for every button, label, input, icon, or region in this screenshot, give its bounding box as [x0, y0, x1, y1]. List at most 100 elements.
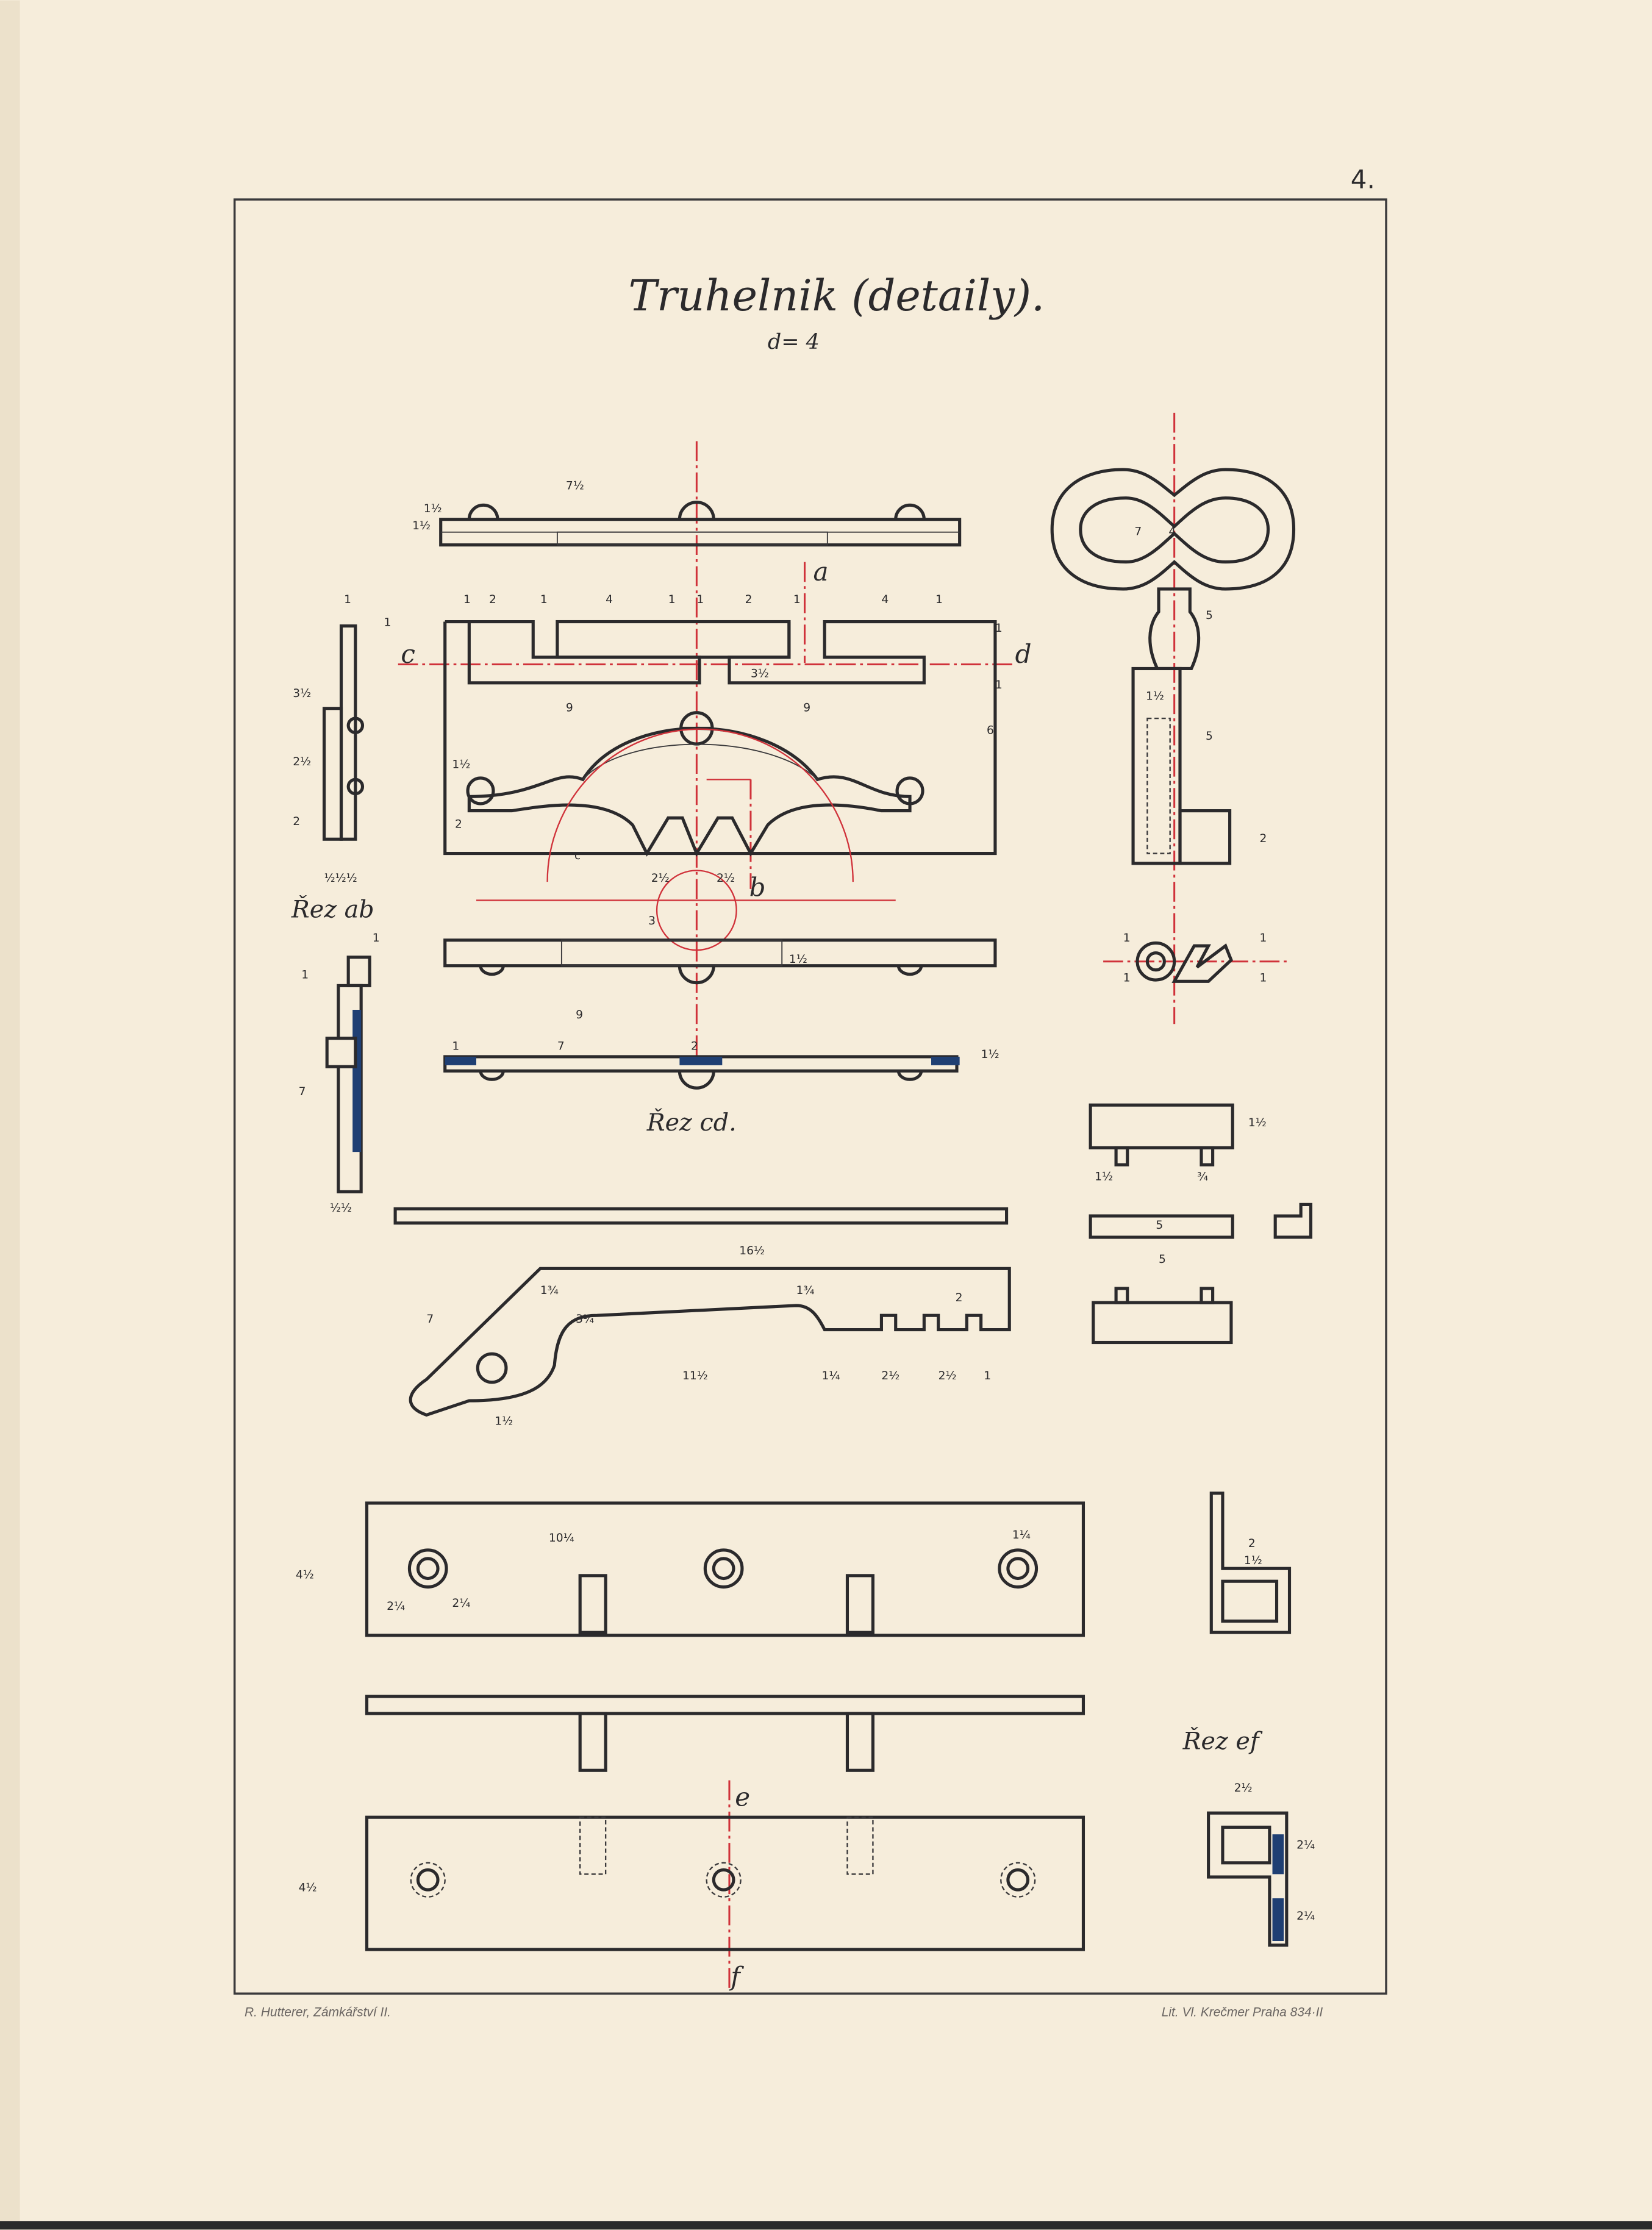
dim-label: 1¼ — [822, 1370, 840, 1382]
dim-label: 1½ — [424, 502, 442, 515]
dim-label: 2 — [956, 1292, 963, 1304]
dim-label: 1½ — [1244, 1554, 1262, 1567]
dim-label: ¾ — [1197, 1171, 1208, 1184]
dim-label: 1 — [1260, 932, 1267, 945]
dim-label: 1½ — [452, 759, 470, 771]
dim-label: 1 — [995, 679, 1003, 692]
dim-label: 1½ — [412, 520, 431, 532]
dim-label: 11½ — [682, 1370, 708, 1382]
dim-label: 7½ — [566, 480, 584, 493]
dim-label: 2 — [1248, 1537, 1256, 1550]
dim-label: 1 — [373, 932, 380, 945]
dim-label: 6 — [987, 724, 994, 737]
dim-label: 2¼ — [1296, 1910, 1315, 1923]
dim-label: 5 — [1206, 730, 1213, 743]
dim-label: 2¼ — [452, 1597, 470, 1610]
dim-label: 2¼ — [1296, 1839, 1315, 1851]
page-number: 4. — [1351, 164, 1375, 194]
center-lines — [398, 412, 1287, 1991]
dim-label: 2½ — [939, 1370, 957, 1382]
dim-label: 1½ — [981, 1048, 999, 1061]
dim-label: 2 — [691, 1040, 698, 1052]
dim-label: 4 — [881, 593, 889, 606]
dim-label: 2 — [1260, 832, 1267, 845]
plate-section-top — [443, 938, 997, 985]
plate-section-cd — [443, 1055, 960, 1090]
dim-label: 1 — [984, 1370, 991, 1382]
key-view — [1050, 468, 1296, 983]
dim-label: 1¾ — [540, 1284, 559, 1297]
dim-label: 1 — [1123, 971, 1131, 984]
dim-label: 3½ — [751, 667, 769, 680]
dim-label: 1 — [452, 1040, 459, 1052]
dim-label: 2 — [455, 818, 462, 831]
dim-label: 7 — [1134, 525, 1142, 538]
footer-author: R. Hutterer, Zámkářství II. — [245, 2006, 391, 2020]
strike-plate-front — [365, 1501, 1085, 1637]
dim-label: 7 — [557, 1040, 565, 1052]
dim-label: 1½ — [495, 1415, 513, 1428]
staple-side — [1209, 1492, 1292, 1634]
strike-plate-side — [365, 1695, 1085, 1772]
dim-label: 16½ — [739, 1245, 765, 1257]
dim-label: 3½ — [293, 687, 311, 700]
dim-label: 1 — [1123, 932, 1131, 945]
section-ab-view — [325, 956, 371, 1193]
dim-label: 9 — [576, 1009, 583, 1021]
cut-letter-c: c — [401, 639, 415, 669]
dim-label: 1 — [301, 969, 309, 982]
section-ab-label: Řez ab — [291, 895, 374, 923]
dim-label: 9 — [803, 701, 810, 714]
dim-label: 1 — [463, 593, 471, 606]
dim-label: 1 — [793, 593, 801, 606]
lock-plate-front-view — [443, 620, 997, 951]
section-ef-label: Řez ef — [1182, 1726, 1263, 1755]
scan-bottom-edge — [0, 2221, 1652, 2230]
dim-label: 1 — [1260, 971, 1267, 984]
dim-label: 4½ — [296, 1569, 314, 1582]
section-ef-view — [1207, 1811, 1289, 1947]
strike-plate-back — [365, 1815, 1085, 1951]
dim-label: 1 — [995, 622, 1003, 635]
dim-label: 1 — [935, 593, 943, 606]
dim-label: 2 — [745, 593, 753, 606]
dim-label: 4 — [606, 593, 613, 606]
dim-label: 9 — [566, 701, 573, 714]
dim-label: 2½ — [1234, 1782, 1253, 1795]
drawing-frame — [233, 198, 1387, 1995]
dim-label: 1½ — [1248, 1117, 1267, 1129]
dim-label: 2½ — [651, 872, 670, 885]
dim-label: 7 — [426, 1313, 434, 1326]
dim-label: 1½ — [789, 953, 807, 966]
drawing-title: Truhelnik (detaily). — [628, 271, 1045, 321]
dim-label: ½½½ — [324, 872, 357, 885]
dim-label: ½½ — [330, 1202, 352, 1215]
lever-front-view — [409, 1267, 1011, 1417]
dim-label: 2½ — [881, 1370, 899, 1382]
lever-top-view — [393, 1207, 1009, 1225]
dim-label: 7 — [299, 1085, 306, 1098]
small-parts-right — [1089, 1103, 1313, 1345]
dimension-labels: 7½ 1½ 1½ 1 1 1 2 1 4 1 1 2 1 4 1 1 1 3½ … — [293, 480, 1315, 1923]
dim-label: 2 — [489, 593, 496, 606]
dim-label: 1 — [696, 593, 704, 606]
cut-letter-b: b — [749, 872, 766, 902]
dim-label: 3¼ — [576, 1313, 594, 1326]
scale-label: d= 4 — [768, 330, 820, 354]
cut-letter-f: f — [729, 1961, 744, 1991]
dim-label: 1 — [668, 593, 676, 606]
dim-label: 1½ — [1095, 1171, 1113, 1184]
dim-label: 1 — [540, 593, 548, 606]
cut-letter-d: d — [1015, 639, 1032, 669]
dim-label: 2½ — [717, 872, 735, 885]
dim-label: 1 — [384, 616, 391, 629]
side-view-upper — [322, 624, 365, 841]
dim-label: 2½ — [293, 756, 311, 768]
dim-label: 2¼ — [387, 1600, 405, 1613]
dim-label: 10¼ — [549, 1532, 574, 1545]
dim-label: 5 — [1206, 609, 1213, 622]
dim-label: 3 — [648, 915, 656, 927]
dim-label: c — [574, 849, 581, 862]
